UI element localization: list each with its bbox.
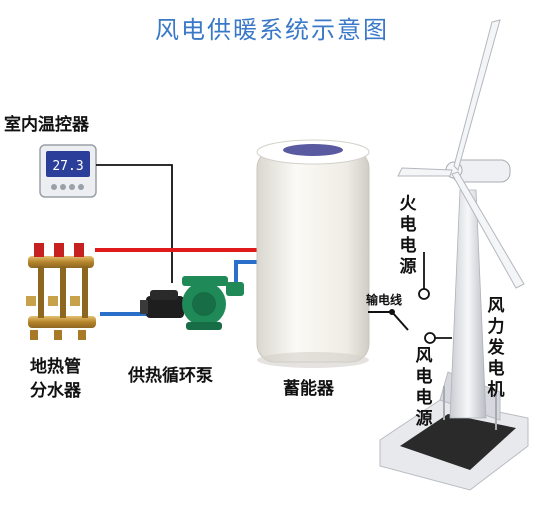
thermostat-readout: 27.3 bbox=[52, 159, 83, 174]
wind-turbine-label: 风力发电机 bbox=[487, 296, 505, 400]
thermostat-label: 室内温控器 bbox=[4, 115, 89, 135]
circulation-pump bbox=[140, 276, 244, 330]
thermal-power-label: 火电电源 bbox=[399, 194, 417, 277]
floor-heating-manifold bbox=[26, 243, 96, 340]
wind-power-label: 风电电源 bbox=[415, 346, 433, 429]
thermal-switch-contact bbox=[418, 288, 430, 300]
storage-tank bbox=[256, 139, 370, 368]
switch-blade bbox=[391, 311, 409, 331]
tank-label: 蓄能器 bbox=[283, 379, 334, 399]
pump-to-tank-pipe bbox=[234, 260, 262, 287]
transmission-line-label: 输电线 bbox=[366, 293, 403, 307]
control-wire bbox=[96, 164, 173, 283]
wind-turbine bbox=[379, 19, 529, 491]
page-title: 风电供暖系统示意图 bbox=[155, 16, 389, 44]
pump-label: 供热循环泵 bbox=[128, 366, 213, 386]
manifold-label-line2: 分水器 bbox=[30, 381, 81, 401]
manifold-label-line1: 地热管 bbox=[30, 357, 81, 377]
wind-switch-contact bbox=[424, 332, 436, 344]
thermostat-device[interactable]: 27.3 bbox=[39, 144, 97, 198]
